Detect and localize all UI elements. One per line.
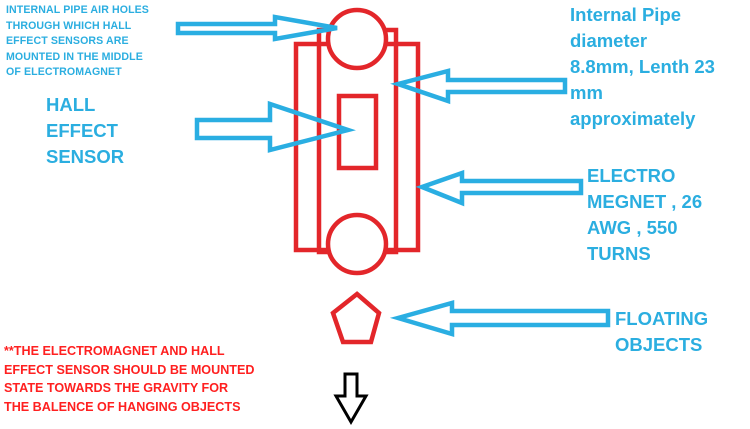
floating-objects-label-line: FLOATING <box>615 308 709 329</box>
floating-objects-label: FLOATING OBJECTS <box>615 306 708 358</box>
floating-objects-pointer-arrow <box>389 300 611 338</box>
air-holes-label: INTERNAL PIPE AIR HOLES THROUGH WHICH HA… <box>6 3 149 81</box>
mounting-note-line: **THE ELECTROMAGNET AND HALL <box>4 344 225 358</box>
gravity-direction-arrow <box>333 372 369 426</box>
hall-sensor-label-line: HALL <box>46 94 96 115</box>
hall-sensor-label-line: EFFECT <box>46 120 118 141</box>
mounting-note-line: THE BALENCE OF HANGING OBJECTS <box>4 399 241 414</box>
internal-pipe-label-line: mm <box>570 82 603 103</box>
floating-object <box>330 291 382 345</box>
floating-objects-label-line: OBJECTS <box>615 334 703 355</box>
air-holes-label-line: EFFECT SENSORS ARE <box>6 35 129 47</box>
air-holes-label-line: OF ELECTROMAGNET <box>6 66 122 78</box>
electromagnet-label-line: MEGNET , 26 <box>587 191 703 212</box>
internal-pipe-label-line: approximately <box>570 108 696 129</box>
air-holes-pointer-arrow <box>175 14 338 42</box>
internal-pipe-pointer-arrow <box>390 68 568 105</box>
electromagnet-label-line: TURNS <box>587 243 651 264</box>
internal-pipe-label: Internal Pipe diameter 8.8mm, Lenth 23 m… <box>570 2 715 132</box>
air-holes-label-line: THROUGH WHICH HALL <box>6 19 132 32</box>
mounting-note-line: STATE TOWARDS THE GRAVITY FOR <box>4 381 229 395</box>
hall-sensor-label: HALL EFFECT SENSOR <box>46 92 124 170</box>
air-holes-label-line: INTERNAL PIPE AIR HOLES <box>6 4 149 16</box>
electromagnet-label: ELECTRO MEGNET , 26 AWG , 550 TURNS <box>587 163 702 267</box>
hall-sensor-pointer-arrow <box>194 100 356 153</box>
internal-pipe-label-line: diameter <box>570 30 648 51</box>
electromagnet-pointer-arrow <box>415 169 584 207</box>
air-hole-bottom <box>325 212 389 276</box>
mounting-note: **THE ELECTROMAGNET AND HALL EFFECT SENS… <box>4 342 255 416</box>
hall-sensor-label-line: SENSOR <box>46 146 125 167</box>
air-holes-label-line: MOUNTED IN THE MIDDLE <box>6 50 143 63</box>
internal-pipe-label-line: Internal Pipe <box>570 4 682 25</box>
electromagnet-label-line: ELECTRO <box>587 165 676 186</box>
air-hole-top <box>325 7 389 71</box>
internal-pipe-label-line: 8.8mm, Lenth 23 <box>570 56 715 77</box>
mounting-note-line: EFFECT SENSOR SHOULD BE MOUNTED <box>4 362 255 377</box>
electromagnet-label-line: AWG , 550 <box>587 217 678 238</box>
